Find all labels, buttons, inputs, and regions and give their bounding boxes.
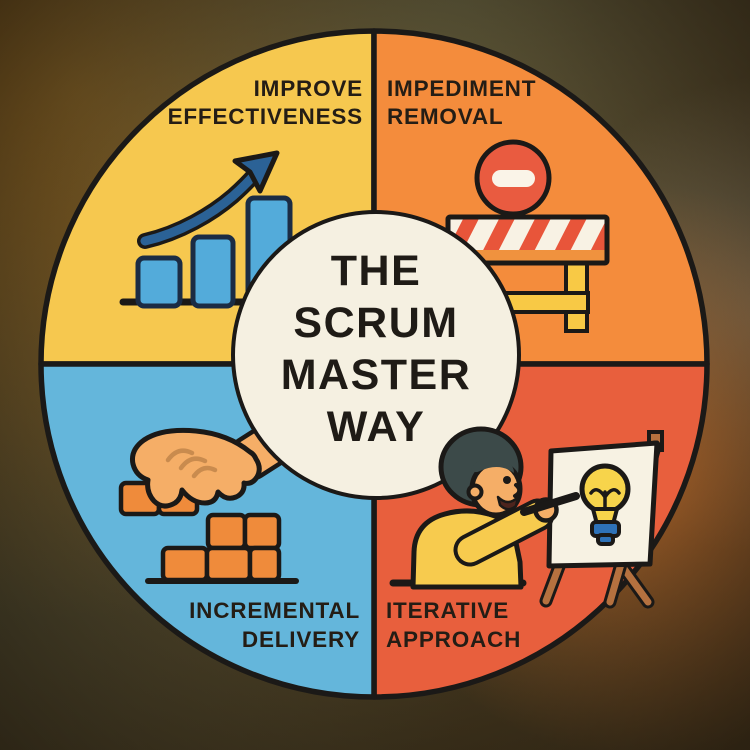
person-fringe (471, 457, 514, 473)
label-incremental-line-2: DELIVERY (242, 627, 360, 652)
no-entry-barrier-icon (445, 139, 610, 333)
hand (130, 427, 262, 509)
center-title-line-3: MASTER (281, 351, 472, 399)
center-title-line-1: THE (331, 247, 422, 295)
brick (247, 545, 282, 583)
center-title-line-2: SCRUM (293, 299, 458, 347)
label-iterative-line-2: APPROACH (386, 627, 521, 652)
label-incremental-line-1: INCREMENTAL (189, 598, 360, 623)
brick (205, 512, 248, 551)
knuckle-lines (165, 448, 218, 479)
label-iterative-line-1: ITERATIVE (386, 598, 509, 623)
person-ear (466, 483, 484, 501)
person-drawing-icon (389, 426, 580, 590)
growth-arrow-shaft (140, 169, 260, 246)
center-badge (231, 210, 521, 500)
person-eye (503, 476, 511, 484)
label-improve-line-2: EFFECTIVENESS (168, 104, 363, 129)
chart-bar (135, 255, 183, 309)
label-impediment-line-1: IMPEDIMENT (387, 76, 536, 101)
person-arm (457, 502, 551, 563)
brick (160, 545, 210, 583)
label-impediment-line-2: REMOVAL (387, 104, 503, 129)
lightbulb-icon (579, 463, 631, 546)
label-improve-line-1: IMPROVE (254, 76, 363, 101)
easel-canvas-group (539, 430, 664, 609)
no-entry-minus (492, 170, 535, 187)
pen-icon (520, 492, 580, 516)
barrier-striped-bar (445, 214, 610, 266)
person-nose (513, 483, 522, 498)
person-mouth (496, 495, 520, 511)
growth-arrow-head (232, 150, 280, 194)
brick (242, 512, 282, 551)
center-title-line-4: WAY (327, 403, 426, 451)
chart-bar (190, 234, 236, 309)
brick (204, 545, 253, 583)
